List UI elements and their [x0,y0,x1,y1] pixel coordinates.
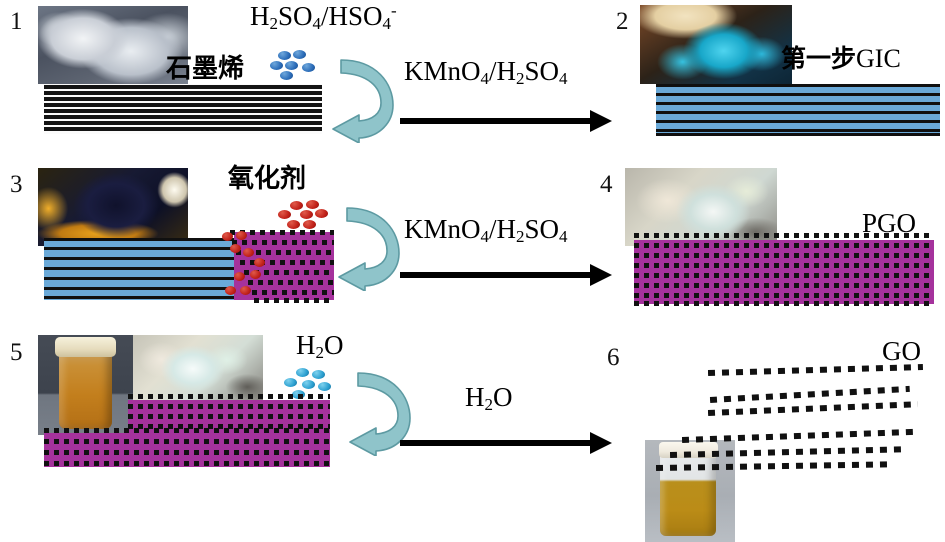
pgo-layer-stack-5-lower [44,428,330,467]
dispersed-go-sheets [655,352,945,473]
reaction-condition-label-3: H2O [465,382,513,414]
graphene-label-cn: 石墨烯 [166,54,245,84]
step-number-5: 5 [10,339,23,366]
graphite-layer-stack [44,84,322,134]
gic-crystal-photo [640,5,792,84]
reagent-h2so4-hso4-label: H2SO4/HSO4- [250,1,397,33]
reaction-condition-label-2: KMnO4/H2SO4 [404,214,568,246]
water-label-row3: H2O [296,330,344,362]
reaction-condition-label-1: KMnO4/H2SO4 [404,56,568,88]
process-diagram-figure: 1 H2SO4/HSO4- 石墨烯 KMnO4/H2SO4 2 第一步GIC [10,1,945,542]
step-number-4: 4 [600,171,613,198]
pgo-flake-photo-2 [133,335,263,400]
oxidant-label-cn: 氧化剂 [228,164,307,194]
pgo-label: PGO [862,208,917,238]
pgo-layer-stack-4 [634,233,934,306]
step-number-6: 6 [607,344,620,371]
pgo-vial-photo [38,335,133,435]
gic-layer-stack [656,84,940,136]
curved-hook-arrow-1 [311,57,397,143]
h2so4-molecule-group [268,50,326,84]
gic-label: 第一步GIC [781,44,901,73]
oxidant-molecule-group [274,200,334,236]
step-number-2: 2 [616,8,629,35]
go-label: GO [882,336,921,366]
graphite-flake-photo [38,6,188,84]
curved-hook-arrow-3 [328,370,414,456]
oxidant-photo [38,168,188,246]
step-number-1: 1 [10,8,23,35]
curved-hook-arrow-2 [317,205,403,291]
hybrid-gic-pgo-stack [44,230,334,303]
step-number-3: 3 [10,171,23,198]
